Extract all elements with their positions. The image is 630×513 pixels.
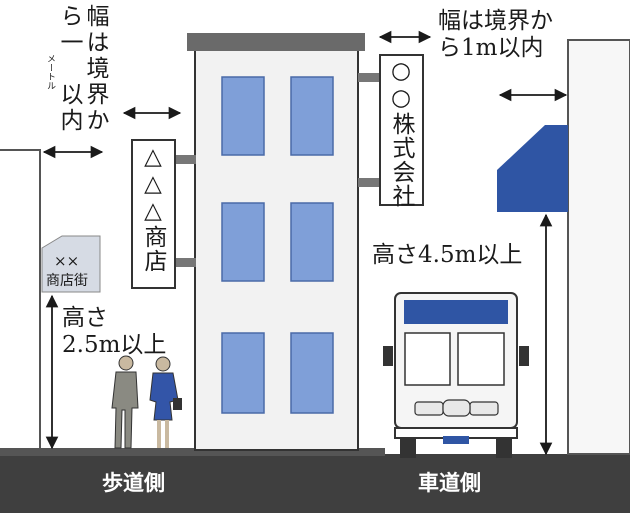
shop-sign-board xyxy=(131,139,176,289)
shopping-street-sign-board xyxy=(41,235,101,293)
bus-icon xyxy=(383,292,529,458)
height-left-line1: 高さ xyxy=(62,305,108,331)
right-width-note-line2: ら1m以内 xyxy=(438,35,544,61)
left-width-note-ruby: メートル xyxy=(45,54,55,90)
sign-bracket xyxy=(358,73,380,82)
sidewalk-step xyxy=(0,448,385,456)
right-building xyxy=(567,39,630,455)
main-building-roof xyxy=(187,33,365,51)
height-right-label: 高さ4.5m以上 xyxy=(372,242,523,268)
ground-label-roadway: 車道側 xyxy=(418,471,481,495)
ground-label-sidewalk: 歩道側 xyxy=(102,471,165,495)
left-width-note-col3: 以内 xyxy=(56,82,82,134)
window xyxy=(290,76,334,156)
sign-bracket xyxy=(175,258,196,267)
left-width-note-col2: ら一 xyxy=(56,4,82,56)
window xyxy=(221,332,265,414)
building-windows xyxy=(221,76,334,414)
company-sign-text: ○○株式会社 xyxy=(388,58,414,208)
shop-sign-text: △△△商店 xyxy=(140,144,166,273)
left-width-note-col1: 幅は境界か xyxy=(82,4,108,134)
sign-bracket xyxy=(175,155,196,164)
left-building-outline xyxy=(0,149,41,454)
ground-road xyxy=(0,454,630,513)
shopping-street-sign-text: 商店街 xyxy=(46,273,88,289)
pedestrian-man-icon xyxy=(111,355,139,449)
window xyxy=(290,202,334,282)
height-left-line2: 2.5m以上 xyxy=(62,332,167,358)
right-width-note-line1: 幅は境界か xyxy=(438,8,553,34)
window xyxy=(221,202,265,282)
company-sign-board xyxy=(379,54,424,206)
sign-bracket xyxy=(358,178,380,187)
window xyxy=(221,76,265,156)
shopping-street-marks: ×× xyxy=(54,252,80,270)
blue-awning xyxy=(497,125,568,212)
window xyxy=(290,332,334,414)
pedestrian-woman-icon xyxy=(149,356,182,448)
